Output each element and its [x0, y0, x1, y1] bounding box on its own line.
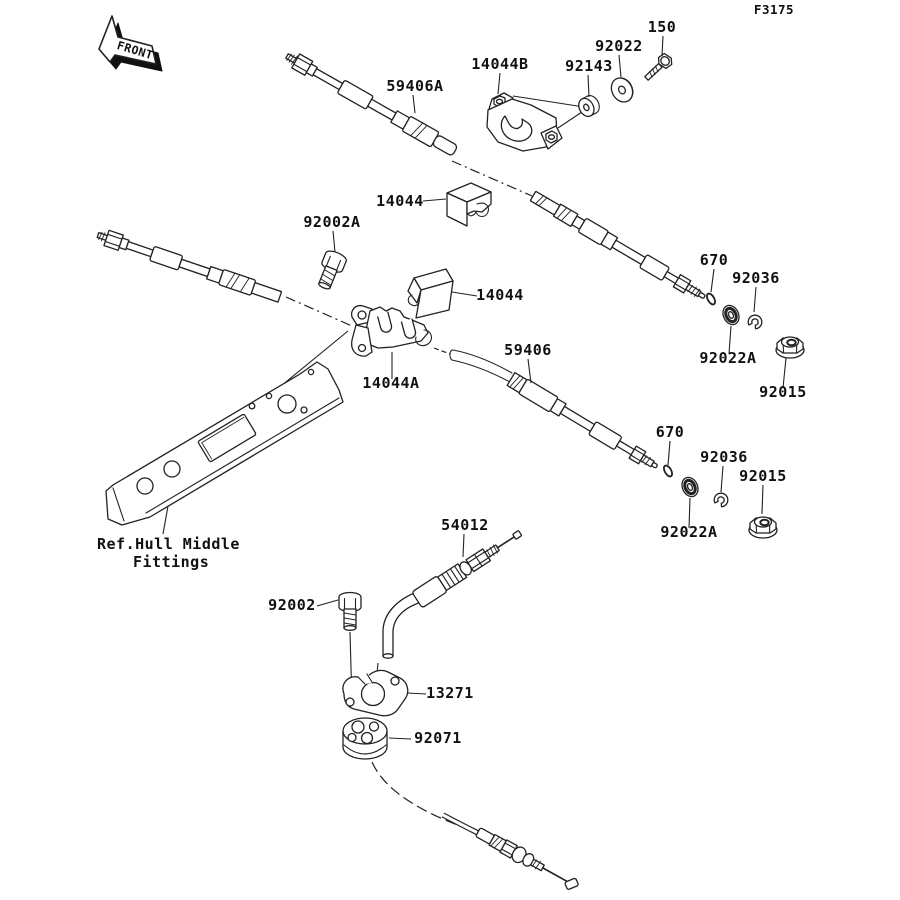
part-clip-92036-lower [713, 492, 729, 508]
part-bracket-14044B [486, 92, 563, 152]
mount-line-bracket-damper-1 [512, 95, 585, 108]
part-cover-14044-top [446, 182, 492, 227]
label-ref-hull-line1: Ref.Hull Middle [97, 535, 240, 553]
label-92036-upper: 92036 [732, 269, 780, 287]
part-nut-92015-lower [748, 516, 778, 539]
part-nut-92015-upper [775, 336, 805, 359]
part-washer-92022A-upper [722, 304, 740, 326]
part-bolt-92002A [318, 250, 347, 290]
front-arrow: FRONT [98, 15, 163, 72]
part-oring-670-lower [663, 464, 673, 478]
mount-line-bracket-damper-2 [557, 111, 583, 129]
label-92022A-upper: 92022A [699, 349, 756, 367]
part-clip-92036-upper [747, 314, 763, 330]
part-cable-bottom [441, 812, 579, 890]
part-cable-54012 [382, 530, 523, 659]
label-54012: 54012 [441, 516, 489, 534]
part-cable-59406A-end [529, 190, 706, 299]
label-92143: 92143 [565, 57, 613, 75]
figure-code: F3175 [754, 2, 794, 17]
label-14044-mid: 14044 [476, 286, 524, 304]
part-cable-left [96, 229, 283, 303]
label-92022A-lower: 92022A [660, 523, 717, 541]
part-cable-59406 [449, 349, 658, 469]
label-92015-lower: 92015 [739, 467, 787, 485]
part-grommet-92071 [342, 717, 388, 760]
label-92036-lower: 92036 [700, 448, 748, 466]
label-670-lower: 670 [656, 423, 685, 441]
label-92002A: 92002A [303, 213, 360, 231]
cable-routing-dashed-curve [371, 761, 478, 833]
label-ref-hull-line2: Fittings [133, 553, 209, 571]
label-59406A: 59406A [386, 77, 443, 95]
label-670-upper: 670 [700, 251, 729, 269]
label-92002: 92002 [268, 596, 316, 614]
label-14044B: 14044B [471, 55, 528, 73]
label-150: 150 [648, 18, 677, 36]
part-oring-670-upper [706, 292, 716, 306]
label-13271: 13271 [426, 684, 474, 702]
label-14044A: 14044A [362, 374, 419, 392]
part-damper-92143 [578, 95, 600, 118]
part-cable-59406A [285, 53, 458, 156]
part-bracket-14044A [350, 304, 433, 357]
label-92022: 92022 [595, 37, 643, 55]
label-59406: 59406 [504, 341, 552, 359]
part-cover-14044-mid [407, 268, 454, 319]
leader-lines [162, 35, 787, 740]
axis-line-cable-59406 [433, 347, 451, 355]
label-92071: 92071 [414, 729, 462, 747]
part-bolt-92002 [338, 591, 362, 631]
label-92015-upper: 92015 [759, 383, 807, 401]
part-washer-92022 [610, 77, 634, 103]
axis-line-left-cable [285, 296, 353, 327]
part-bolt-150 [644, 52, 673, 81]
ref-hull-middle-fittings-plate [105, 361, 344, 526]
label-14044-top: 14044 [376, 192, 424, 210]
axis-line-upper-cable [451, 160, 533, 197]
part-plate-13271 [342, 669, 409, 717]
part-washer-92022A-lower [681, 476, 699, 498]
